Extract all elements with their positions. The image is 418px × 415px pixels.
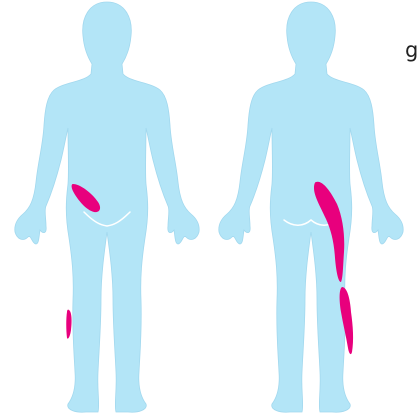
back-body-figure [219, 2, 403, 412]
back-body-silhouette [219, 2, 403, 412]
caption-text: g [405, 38, 418, 62]
front-shin-highlight [66, 310, 71, 339]
front-body-figure [15, 2, 199, 412]
front-body-silhouette [15, 2, 199, 412]
